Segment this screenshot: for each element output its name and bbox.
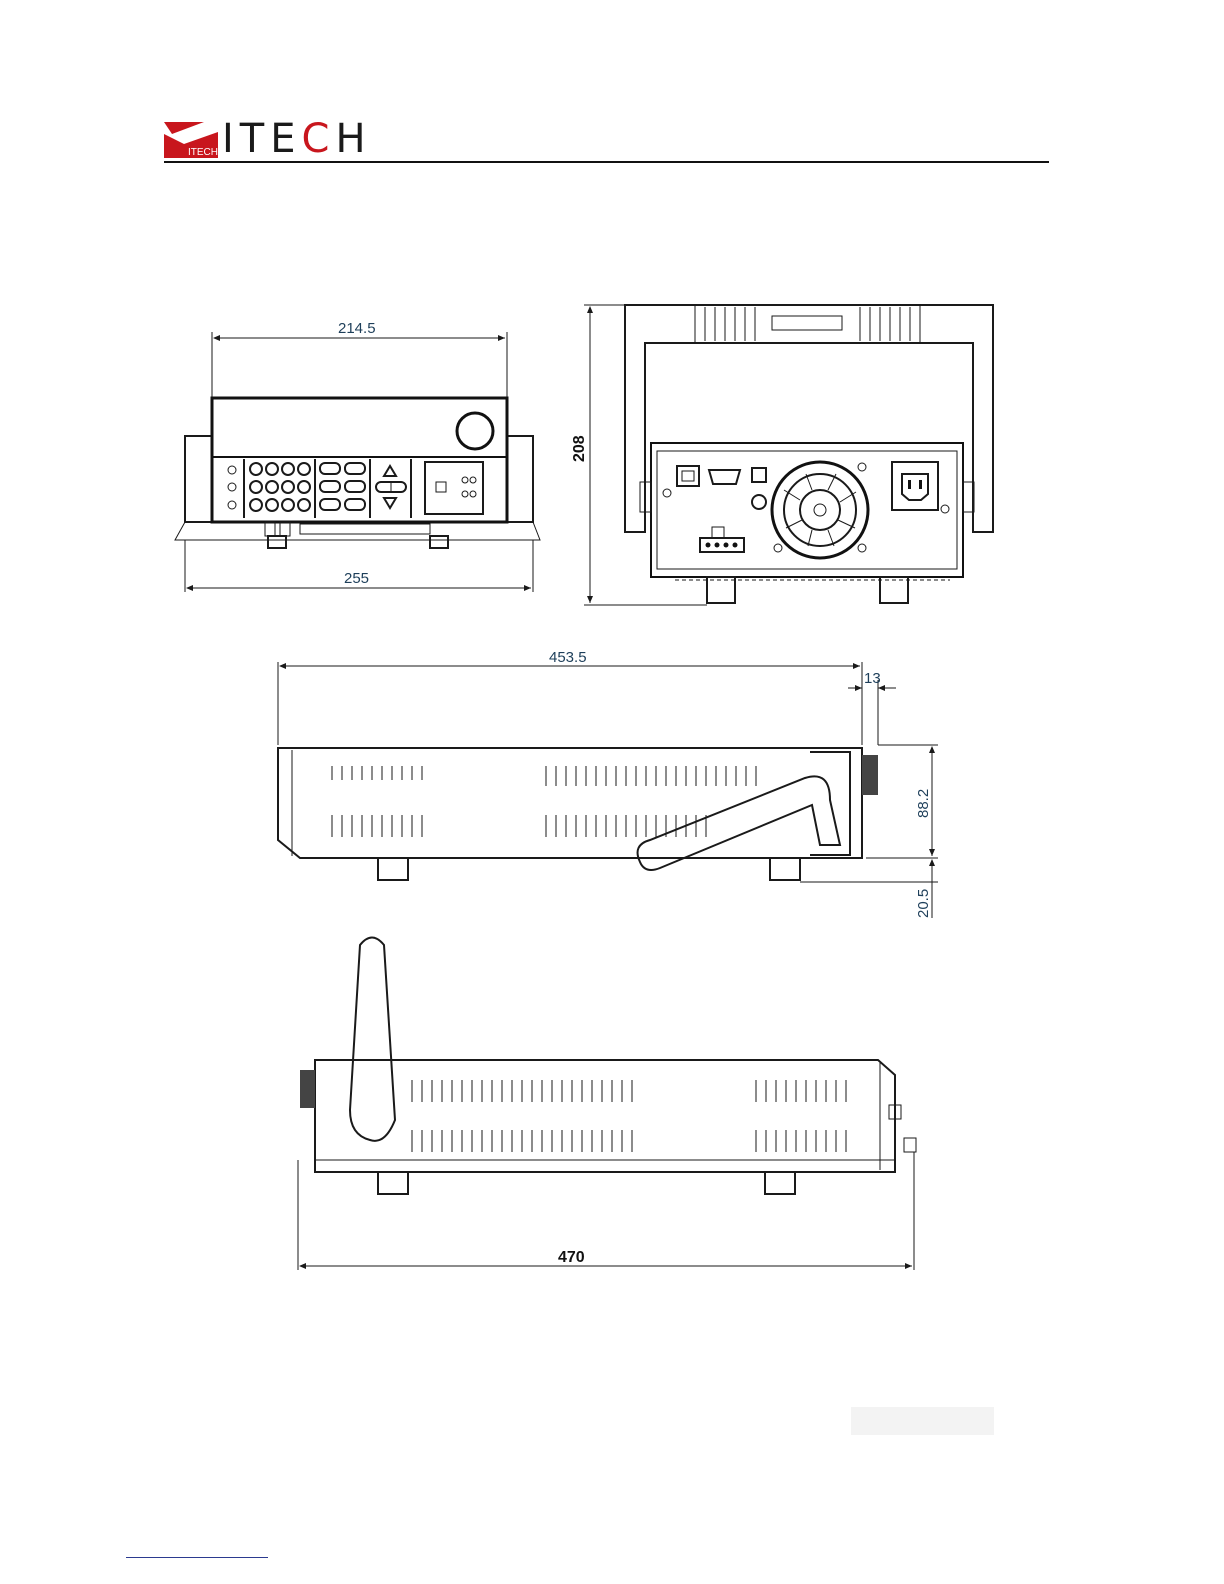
side-depth-label: 453.5 bbox=[549, 649, 587, 666]
rear-handle-label-plate bbox=[772, 316, 842, 330]
front-view: 214.5 bbox=[175, 320, 540, 592]
front-overall-label: 255 bbox=[344, 570, 369, 587]
front-right-foot bbox=[430, 536, 448, 548]
front-left-foot bbox=[268, 536, 286, 548]
side-1-vents-rear bbox=[546, 766, 756, 837]
side-1-front-foot bbox=[378, 858, 408, 880]
rear-height-label: 208 bbox=[571, 435, 588, 462]
footer-page-box bbox=[851, 1407, 994, 1435]
body-height-label: 88.2 bbox=[915, 789, 932, 818]
rear-view: 208 bbox=[571, 305, 993, 605]
side-body-2 bbox=[315, 1060, 895, 1172]
side-1-rear-foot bbox=[770, 858, 800, 880]
foot-height-label: 20.5 bbox=[915, 889, 932, 918]
front-bottom-vents bbox=[265, 522, 430, 536]
rear-right-foot bbox=[880, 577, 908, 603]
front-left-handle bbox=[185, 436, 212, 522]
side-2-front-tab bbox=[904, 1138, 916, 1152]
side-1-handle bbox=[638, 776, 840, 870]
overall-length-label: 470 bbox=[558, 1249, 585, 1266]
side-2-rear-knob bbox=[300, 1070, 315, 1108]
side-2-vents-front bbox=[756, 1080, 846, 1152]
side-2-vents-main bbox=[412, 1080, 632, 1152]
front-right-handle bbox=[507, 436, 533, 522]
side-1-rear-knob bbox=[862, 755, 878, 795]
side-2-front-foot bbox=[765, 1172, 795, 1194]
side-2-handle bbox=[350, 938, 395, 1141]
rear-left-foot bbox=[707, 577, 735, 603]
rear-handle-grip bbox=[695, 305, 920, 343]
front-base-arc bbox=[175, 522, 540, 540]
side-view-handle-up: 470 bbox=[298, 938, 916, 1271]
handle-offset-label: 13 bbox=[864, 670, 881, 687]
side-body-1 bbox=[278, 748, 862, 858]
side-2-rear-foot bbox=[378, 1172, 408, 1194]
side-view-handle-down: 453.5 13 bbox=[278, 649, 938, 918]
side-1-vents-front bbox=[332, 766, 422, 837]
rear-handle-ribs bbox=[705, 307, 910, 341]
footer-link-underline bbox=[126, 1557, 268, 1558]
front-width-label: 214.5 bbox=[338, 320, 376, 337]
